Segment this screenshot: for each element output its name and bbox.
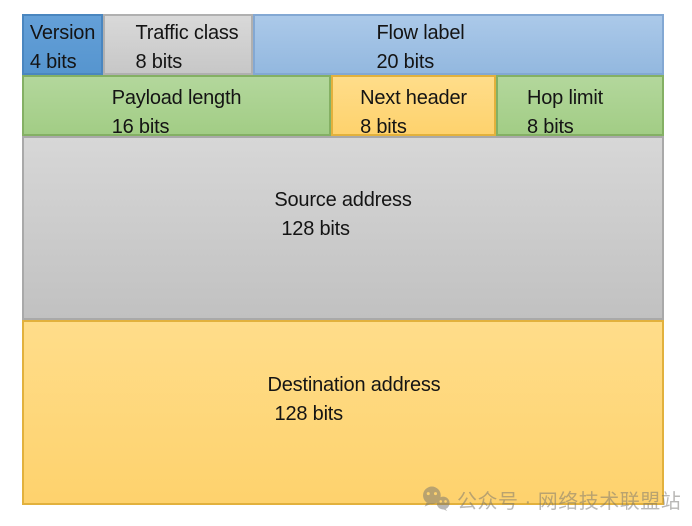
field-destination-address-label: Destination address — [267, 373, 441, 396]
field-traffic-class: Traffic class 8 bits — [103, 14, 253, 75]
field-payload-length: Payload length 16 bits — [22, 75, 331, 138]
wechat-icon — [423, 486, 450, 512]
field-hop-limit-bits: 8 bits — [527, 116, 574, 138]
watermark: 公众号 · 网络技术联盟站 — [421, 484, 681, 514]
field-hop-limit-label: Hop limit — [527, 87, 603, 109]
field-version-bits: 4 bits — [29, 51, 77, 73]
field-flow-label: Flow label 20 bits — [253, 14, 664, 75]
field-version: Version 4 bits — [22, 14, 103, 75]
field-flow-label-label: Flow label — [376, 22, 465, 44]
watermark-text: 公众号 · 网络技术联盟站 — [457, 490, 682, 513]
field-traffic-class-bits: 8 bits — [135, 51, 183, 73]
field-destination-address-bits: 128 bits — [274, 402, 344, 425]
field-payload-length-label: Payload length — [111, 87, 242, 109]
field-destination-address: Destination address 128 bits — [22, 320, 664, 505]
field-payload-length-bits: 16 bits — [111, 116, 170, 138]
field-traffic-class-label: Traffic class — [135, 22, 239, 44]
field-next-header-bits: 8 bits — [360, 116, 407, 138]
field-version-label: Version — [29, 22, 96, 44]
field-flow-label-bits: 20 bits — [376, 51, 434, 73]
field-source-address-label: Source address — [274, 189, 412, 211]
field-hop-limit: Hop limit 8 bits — [496, 75, 664, 138]
field-source-address: Source address 128 bits — [22, 136, 664, 320]
field-next-header: Next header 8 bits — [331, 75, 496, 138]
field-next-header-label: Next header — [360, 87, 467, 109]
field-source-address-bits: 128 bits — [281, 218, 350, 240]
